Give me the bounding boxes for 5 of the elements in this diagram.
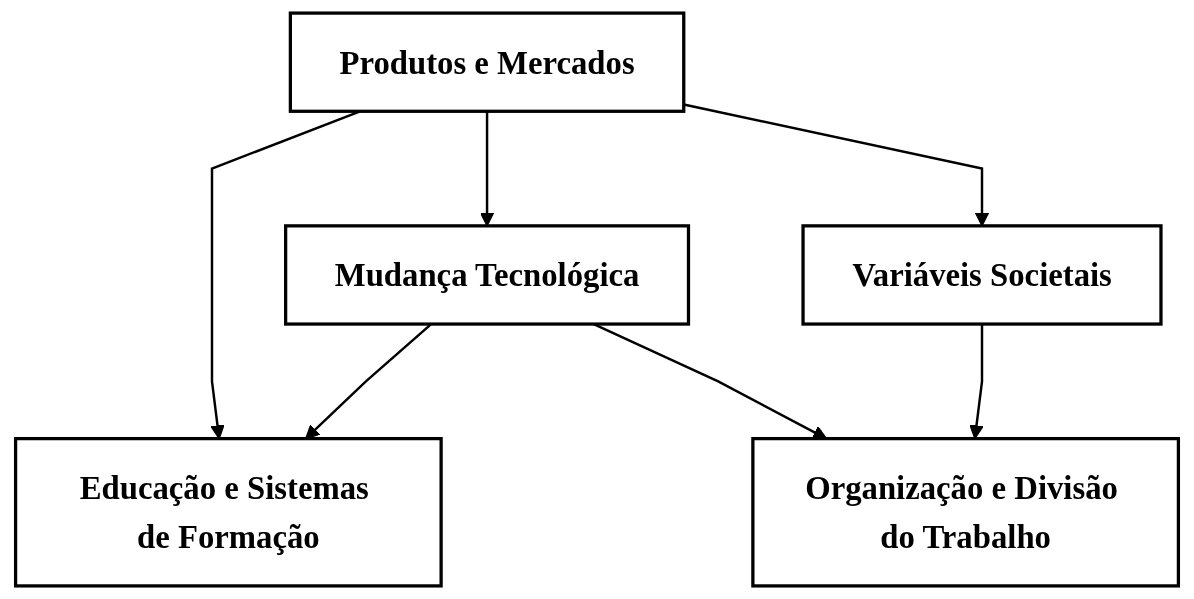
node-box: Organização e Divisão do Trabalho xyxy=(751,436,1181,588)
node-box: Educação e Sistemas de Formação xyxy=(13,436,443,588)
node-box: Variáveis Societais xyxy=(801,224,1163,326)
node-box: Mudança Tecnológica xyxy=(284,224,691,326)
node-box: Produtos e Mercados xyxy=(288,11,686,113)
